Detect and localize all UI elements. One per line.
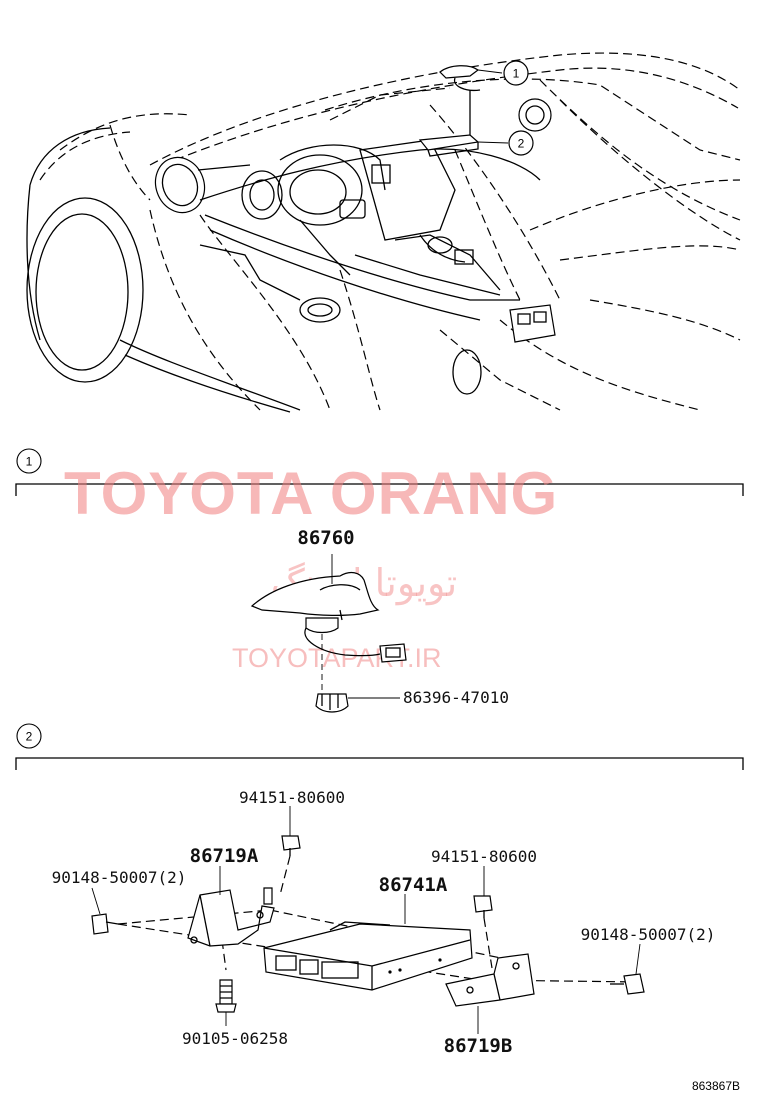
part-90148-50007-right-label[interactable]: 90148-50007(2) xyxy=(581,925,716,944)
section-1-header: 1 xyxy=(15,448,744,496)
bolt-94151-left xyxy=(281,835,301,856)
callout-1[interactable]: 1 xyxy=(503,60,529,86)
part-86396-47010-label[interactable]: 86396-47010 xyxy=(403,688,509,707)
bracket-86719a xyxy=(187,887,275,947)
diagram-code: 863867B xyxy=(692,1079,740,1093)
part-94151-80600-top-label[interactable]: 94151-80600 xyxy=(239,788,345,807)
part-90105-06258-label[interactable]: 90105-06258 xyxy=(182,1029,288,1048)
part-94151-80600-right-label[interactable]: 94151-80600 xyxy=(431,847,537,866)
bolt-94151-right xyxy=(473,895,493,918)
screw-90105 xyxy=(215,979,237,1013)
section-2-label: 2 xyxy=(26,730,33,744)
callout-2-label: 2 xyxy=(518,137,525,151)
part-86719b-label[interactable]: 86719B xyxy=(444,1035,513,1057)
callout-2[interactable]: 2 xyxy=(508,130,534,156)
car-interior-overview xyxy=(26,52,741,413)
bracket-86719b xyxy=(445,953,535,1007)
antenna-nut-part xyxy=(315,693,349,713)
part-90148-50007-left-label[interactable]: 90148-50007(2) xyxy=(52,868,187,887)
watermark-main: TOYOTA ORANG xyxy=(64,460,558,527)
module-86741a xyxy=(263,921,473,991)
roof-antenna-part xyxy=(250,571,407,690)
screw-90148-left xyxy=(91,913,119,935)
part-86719a-label[interactable]: 86719A xyxy=(190,845,259,867)
section-2-header: 2 xyxy=(15,723,744,770)
callout-1-label: 1 xyxy=(513,67,520,81)
section-1-label: 1 xyxy=(26,455,33,469)
watermark-url: TOYOTAPART.IR xyxy=(232,643,442,673)
part-86760-label[interactable]: 86760 xyxy=(297,527,354,549)
screw-90148-right xyxy=(610,973,645,995)
part-86741a-label[interactable]: 86741A xyxy=(379,874,448,896)
